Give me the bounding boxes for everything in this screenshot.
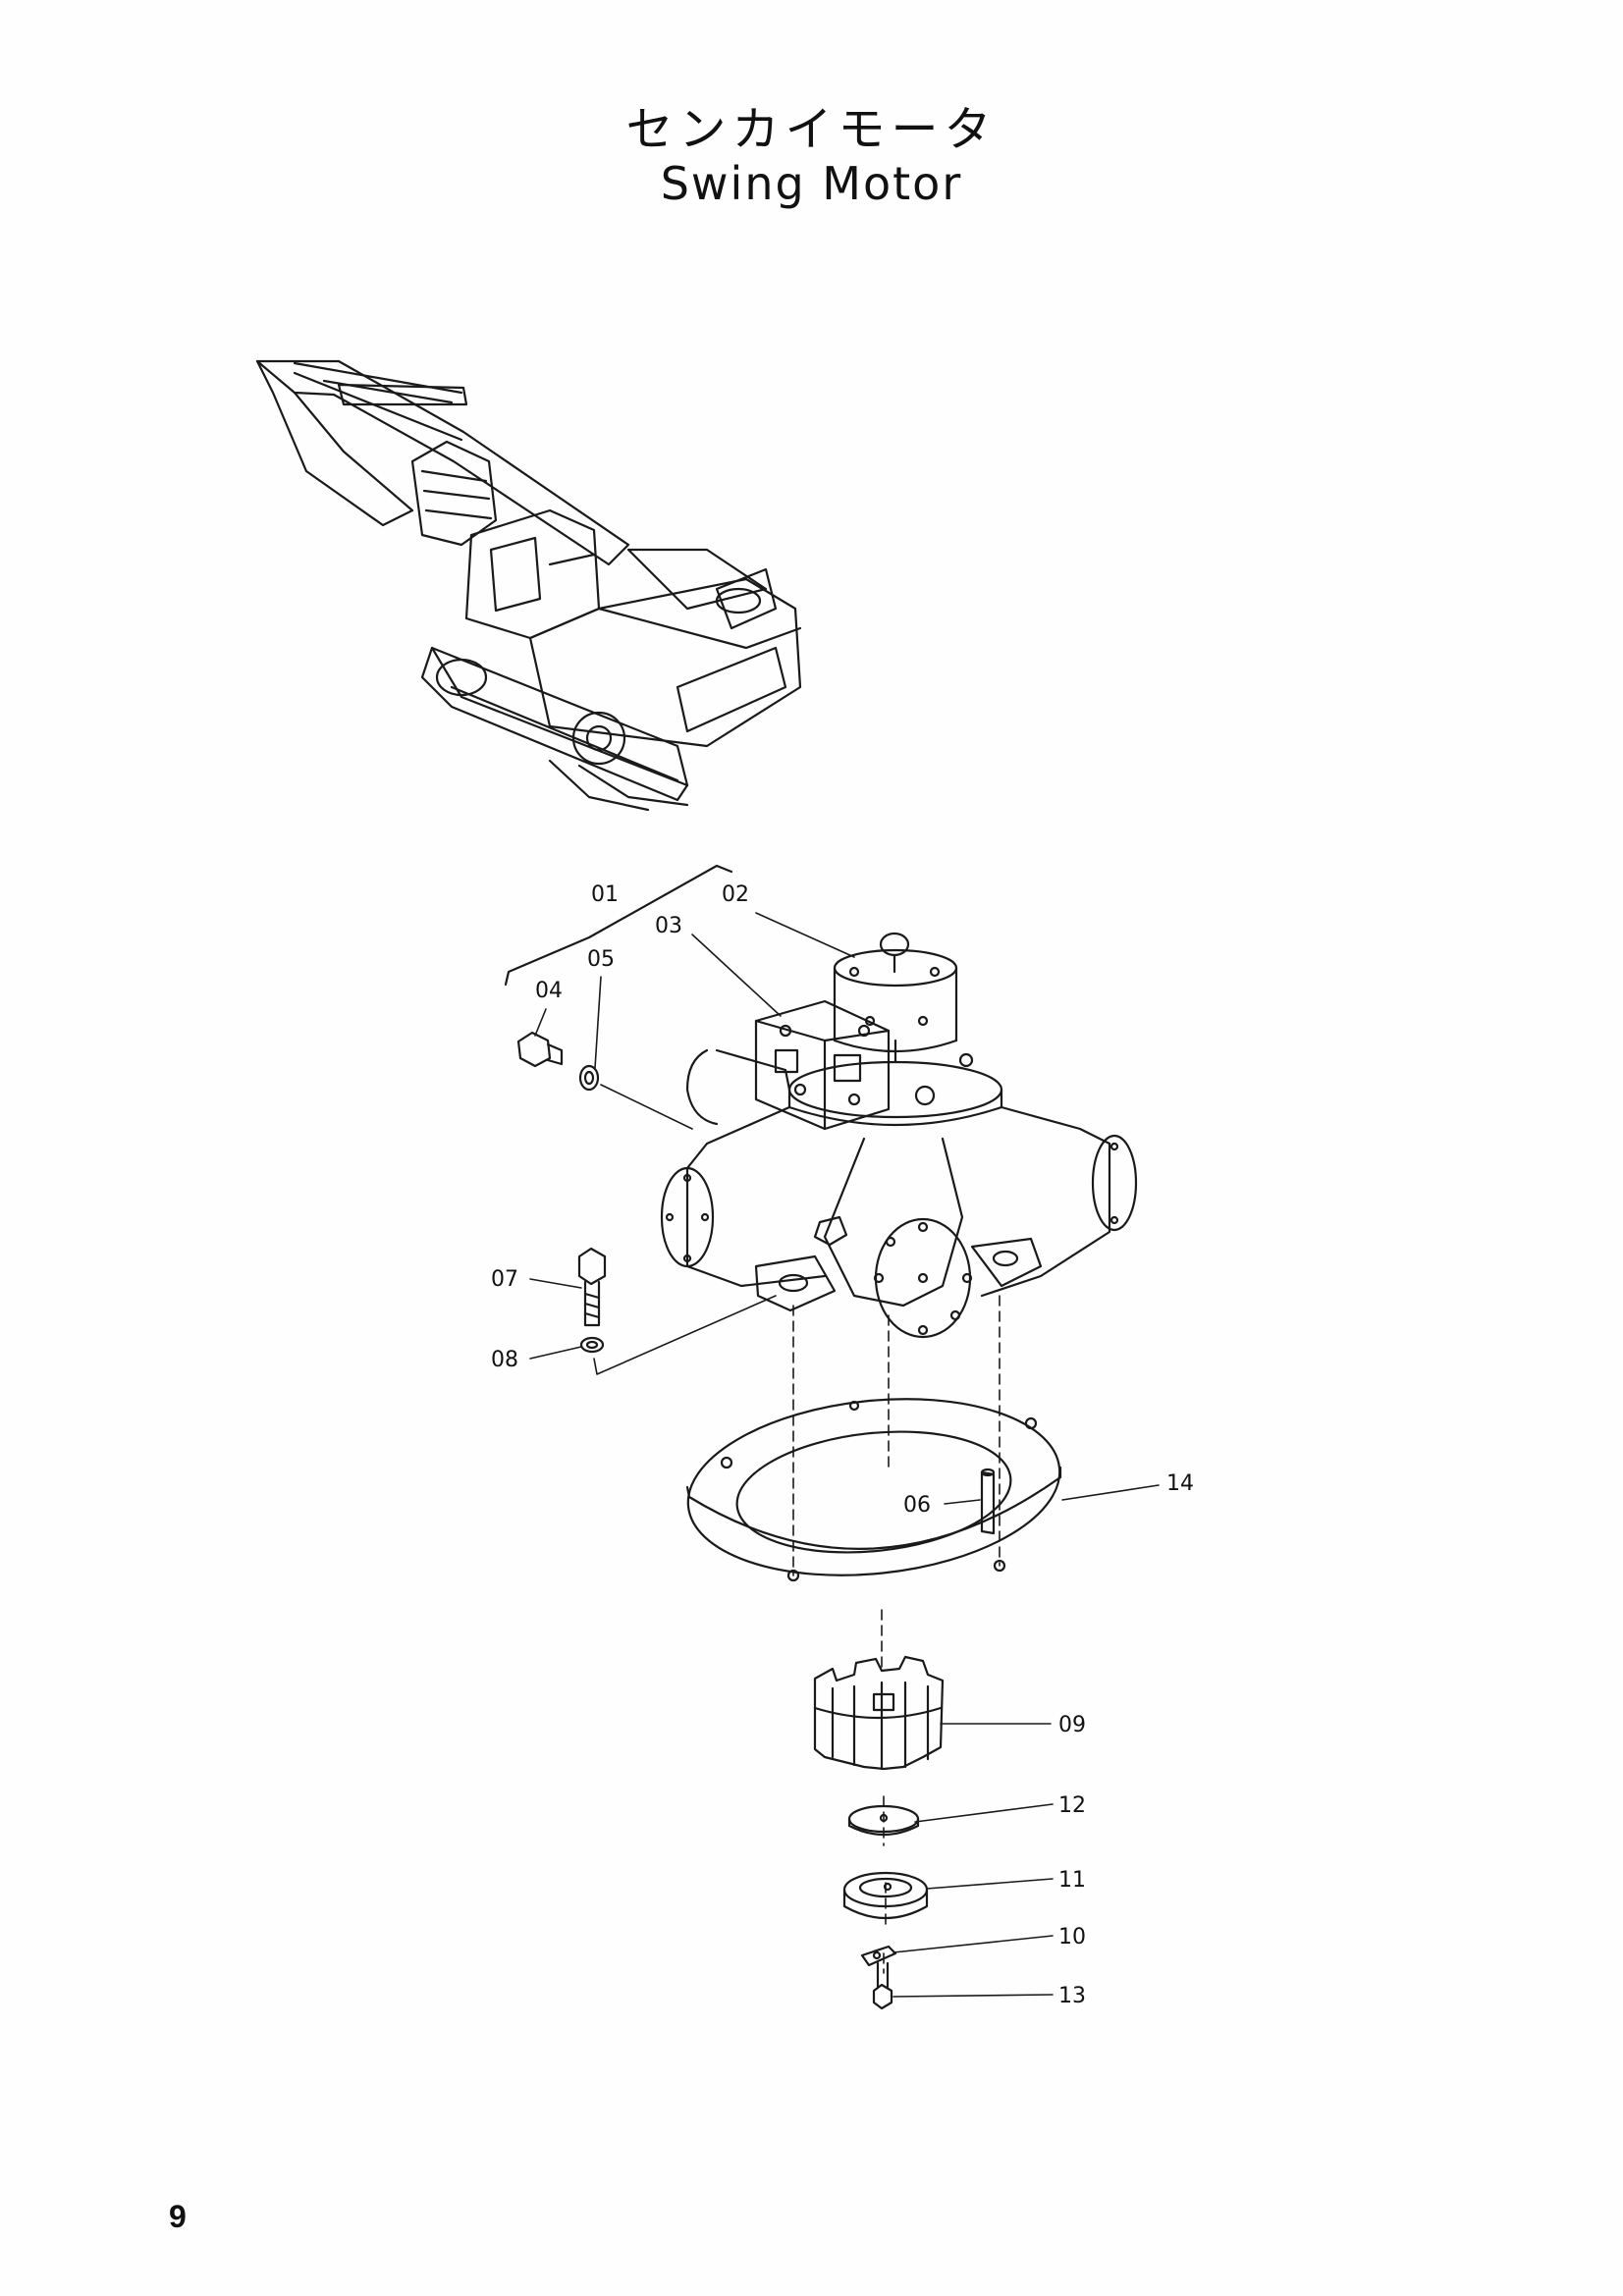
excavator-locator-illustration xyxy=(255,359,802,812)
callout-06: 06 xyxy=(903,1493,931,1518)
callout-03: 03 xyxy=(655,914,682,938)
page-title-japanese: センカイモータ xyxy=(625,102,998,157)
callout-13: 13 xyxy=(1058,1984,1086,2008)
callout-12: 12 xyxy=(1058,1793,1086,1818)
assembly-line-08 xyxy=(593,1295,777,1375)
callout-08: 08 xyxy=(491,1348,518,1372)
callout-05: 05 xyxy=(587,947,615,972)
callout-07: 07 xyxy=(491,1267,518,1292)
page-title-english: Swing Motor xyxy=(660,157,963,210)
callout-01: 01 xyxy=(591,882,619,907)
cover-11 xyxy=(842,1871,929,1920)
assembly-line-05 xyxy=(600,1084,693,1130)
lock-plate-10 xyxy=(860,1945,897,1967)
leader-lines xyxy=(529,912,1160,1998)
bolt-07 xyxy=(577,1247,607,1327)
plug-04 xyxy=(516,1031,564,1068)
pinion-gear-09 xyxy=(813,1655,945,1771)
alignment-lines xyxy=(792,1295,1001,1974)
washer-08 xyxy=(579,1336,605,1354)
page-number: 9 xyxy=(169,2199,187,2234)
group-bracket-01 xyxy=(504,864,733,987)
callout-11: 11 xyxy=(1058,1868,1086,1893)
pin-06 xyxy=(980,1468,996,1535)
callout-02: 02 xyxy=(722,882,749,907)
valve-block xyxy=(754,999,891,1131)
callout-14: 14 xyxy=(1166,1471,1194,1496)
bolt-13 xyxy=(872,1961,893,2010)
callout-04: 04 xyxy=(535,979,563,1003)
plate-12 xyxy=(847,1804,920,1836)
swing-motor-body xyxy=(660,932,1138,1339)
mounting-plate-14 xyxy=(685,1398,1062,1582)
callout-09: 09 xyxy=(1058,1713,1086,1737)
washer-05 xyxy=(578,1064,600,1092)
callout-labels: 01 02 03 04 05 06 07 08 09 10 11 12 13 1… xyxy=(491,882,1194,2008)
callout-10: 10 xyxy=(1058,1925,1086,1949)
